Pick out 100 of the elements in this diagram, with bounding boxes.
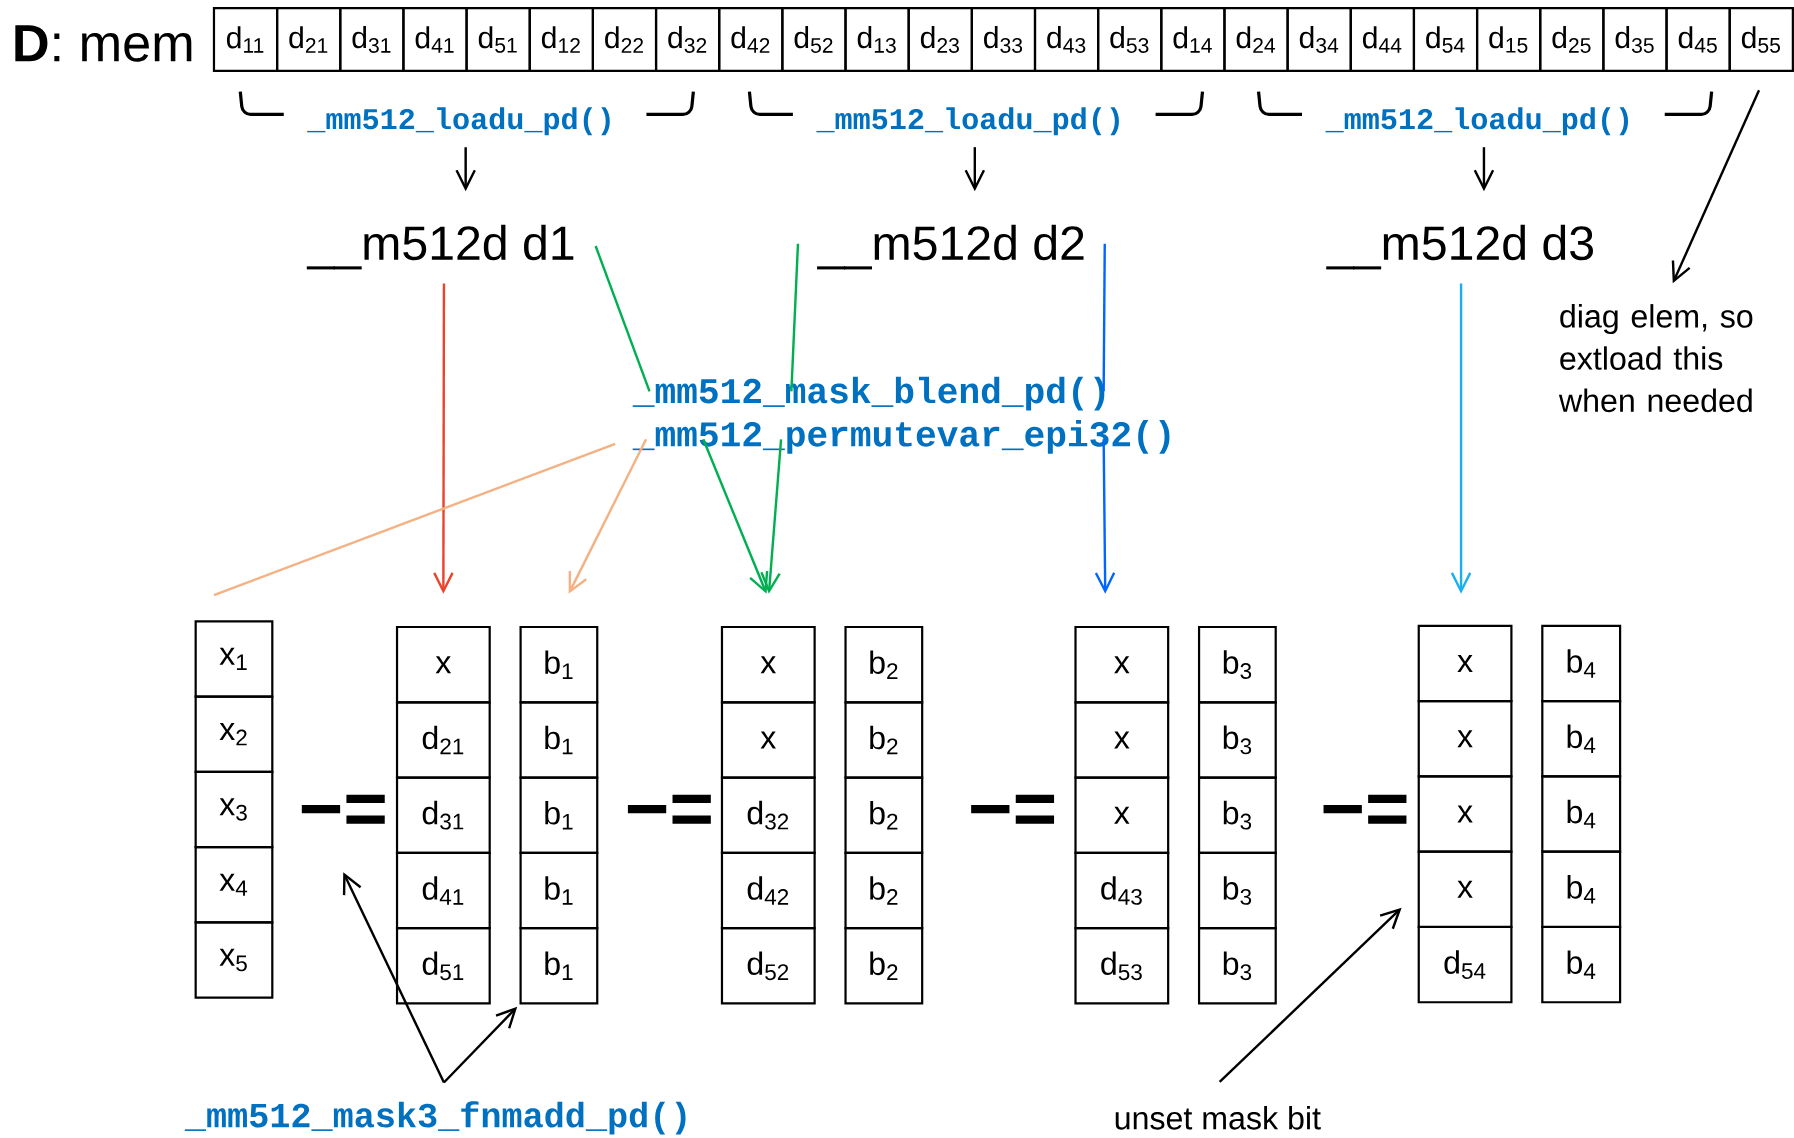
vector-cell: b$_{2}$ bbox=[844, 625, 924, 704]
connector-line bbox=[1102, 243, 1106, 392]
variable-label: __m512d d1 bbox=[306, 224, 574, 270]
note-text: unset mask bit bbox=[1115, 1105, 1321, 1130]
vector-cell: b$_{4}$ bbox=[1541, 624, 1622, 703]
memory-cell: d$_{24}$ bbox=[1223, 6, 1289, 72]
vector-cell: b$_{2}$ bbox=[844, 851, 924, 930]
memory-cell: d$_{34}$ bbox=[1286, 6, 1352, 72]
memory-cell: d$_{45}$ bbox=[1665, 6, 1731, 72]
memory-cell: d$_{53}$ bbox=[1097, 6, 1163, 72]
vector-cell: b$_{4}$ bbox=[1541, 699, 1622, 778]
vector-cell: d$_{54}$ bbox=[1417, 925, 1513, 1004]
code-label: _mm512_loadu_pd() bbox=[816, 107, 1119, 136]
memory-cell: d$_{14}$ bbox=[1160, 6, 1226, 72]
memory-cell: d$_{43}$ bbox=[1033, 6, 1100, 72]
vector-cell: x bbox=[1417, 775, 1513, 853]
code-label: _mm512_loadu_pd() bbox=[1325, 107, 1629, 136]
vector-cell: x$_{2}$ bbox=[194, 695, 274, 773]
vector-cell: b$_{2}$ bbox=[844, 700, 924, 779]
vector-cell: x bbox=[1417, 850, 1513, 928]
connector-line bbox=[594, 245, 651, 392]
operator-symbol: −= bbox=[627, 794, 711, 824]
vector-cell: d$_{41}$ bbox=[395, 851, 491, 930]
memory-cell: d$_{51}$ bbox=[465, 6, 531, 72]
vector-cell: x$_{5}$ bbox=[194, 921, 274, 999]
arrow bbox=[455, 147, 476, 192]
code-label: _mm512_mask3_fnmadd_pd() bbox=[184, 1100, 686, 1135]
memory-cell: d$_{12}$ bbox=[528, 6, 594, 72]
vector-cell: b$_{3}$ bbox=[1197, 700, 1277, 779]
vector-cell: x$_{4}$ bbox=[194, 845, 274, 924]
vector-cell: x bbox=[720, 700, 816, 779]
memory-cell: d$_{13}$ bbox=[844, 6, 910, 72]
vector-cell: b$_{1}$ bbox=[519, 851, 599, 930]
arrow bbox=[760, 439, 783, 594]
arrow bbox=[1094, 439, 1116, 594]
vector-cell: x bbox=[1074, 700, 1170, 779]
vector-cell: d$_{42}$ bbox=[720, 851, 816, 930]
vector-cell: b$_{1}$ bbox=[519, 625, 599, 704]
vector-cell: d$_{53}$ bbox=[1074, 926, 1170, 1005]
vector-cell: x$_{3}$ bbox=[194, 770, 274, 849]
arrow bbox=[1450, 283, 1472, 594]
memory-cell: d$_{42}$ bbox=[718, 6, 784, 72]
connector-line bbox=[790, 243, 800, 392]
memory-cell: d$_{55}$ bbox=[1728, 6, 1794, 72]
vector-cell: x$_{1}$ bbox=[194, 619, 274, 698]
operator-symbol: −= bbox=[971, 794, 1055, 824]
memory-cell: d$_{52}$ bbox=[781, 6, 847, 72]
arrow bbox=[568, 438, 648, 594]
variable-label: __m512d d2 bbox=[817, 224, 1084, 270]
vector-cell: x bbox=[1074, 776, 1170, 854]
operator-symbol: −= bbox=[1323, 794, 1407, 824]
vector-cell: d$_{21}$ bbox=[395, 700, 491, 779]
memory-cell: d$_{22}$ bbox=[591, 6, 658, 72]
vector-cell: x bbox=[1417, 624, 1513, 703]
vector-cell: x bbox=[720, 625, 816, 704]
vector-cell: d$_{43}$ bbox=[1074, 851, 1170, 930]
memory-cell: d$_{54}$ bbox=[1412, 6, 1479, 72]
memory-cell: d$_{41}$ bbox=[402, 6, 468, 72]
vector-cell: b$_{3}$ bbox=[1197, 926, 1277, 1005]
memory-cell: d$_{21}$ bbox=[276, 6, 342, 72]
arrow bbox=[964, 147, 986, 192]
arrow bbox=[1218, 907, 1402, 1083]
vector-cell: b$_{4}$ bbox=[1541, 775, 1622, 853]
operator-symbol: −= bbox=[301, 794, 385, 824]
vector-cell: d$_{32}$ bbox=[720, 776, 816, 854]
vector-cell: b$_{2}$ bbox=[844, 776, 924, 854]
memory-cell: d$_{35}$ bbox=[1602, 6, 1668, 72]
variable-label: __m512d d3 bbox=[1326, 224, 1593, 270]
arrow bbox=[443, 1006, 518, 1084]
note-text: diag elem, so extload this when needed bbox=[1558, 303, 1753, 412]
arrow bbox=[433, 283, 454, 594]
vector-cell: b$_{4}$ bbox=[1541, 850, 1622, 928]
code-label: _mm512_mask_blend_pd() _mm512_permutevar_epi32() bbox=[632, 376, 1170, 454]
memory-cell: d$_{15}$ bbox=[1476, 6, 1542, 72]
memory-cell: d$_{23}$ bbox=[907, 6, 973, 72]
connector-line bbox=[213, 442, 616, 596]
vector-cell: b$_{3}$ bbox=[1197, 776, 1277, 854]
code-label: _mm512_loadu_pd() bbox=[307, 107, 610, 136]
vector-cell: d$_{31}$ bbox=[395, 776, 491, 854]
vector-cell: x bbox=[395, 625, 491, 704]
vector-cell: b$_{2}$ bbox=[844, 926, 924, 1005]
vector-cell: b$_{4}$ bbox=[1541, 925, 1622, 1004]
arrow bbox=[1671, 89, 1761, 284]
memory-cell: d$_{32}$ bbox=[654, 6, 721, 72]
memory-cell: d$_{44}$ bbox=[1349, 6, 1416, 72]
memory-cell: d$_{25}$ bbox=[1539, 6, 1605, 72]
arrow bbox=[342, 872, 446, 1083]
memory-cell: d$_{33}$ bbox=[970, 6, 1037, 72]
vector-cell: b$_{3}$ bbox=[1197, 625, 1277, 704]
vector-cell: b$_{1}$ bbox=[519, 700, 599, 779]
vector-cell: d$_{52}$ bbox=[720, 926, 816, 1005]
vector-cell: b$_{1}$ bbox=[519, 926, 599, 1005]
memory-label: D: mem bbox=[15, 25, 192, 62]
arrow bbox=[1473, 147, 1495, 192]
vector-cell: d$_{51}$ bbox=[395, 926, 491, 1005]
vector-cell: b$_{1}$ bbox=[519, 776, 599, 854]
memory-cell: d$_{11}$ bbox=[212, 6, 279, 72]
vector-cell: x bbox=[1074, 625, 1170, 704]
vector-cell: b$_{3}$ bbox=[1197, 851, 1277, 930]
vector-cell: x bbox=[1417, 699, 1513, 778]
